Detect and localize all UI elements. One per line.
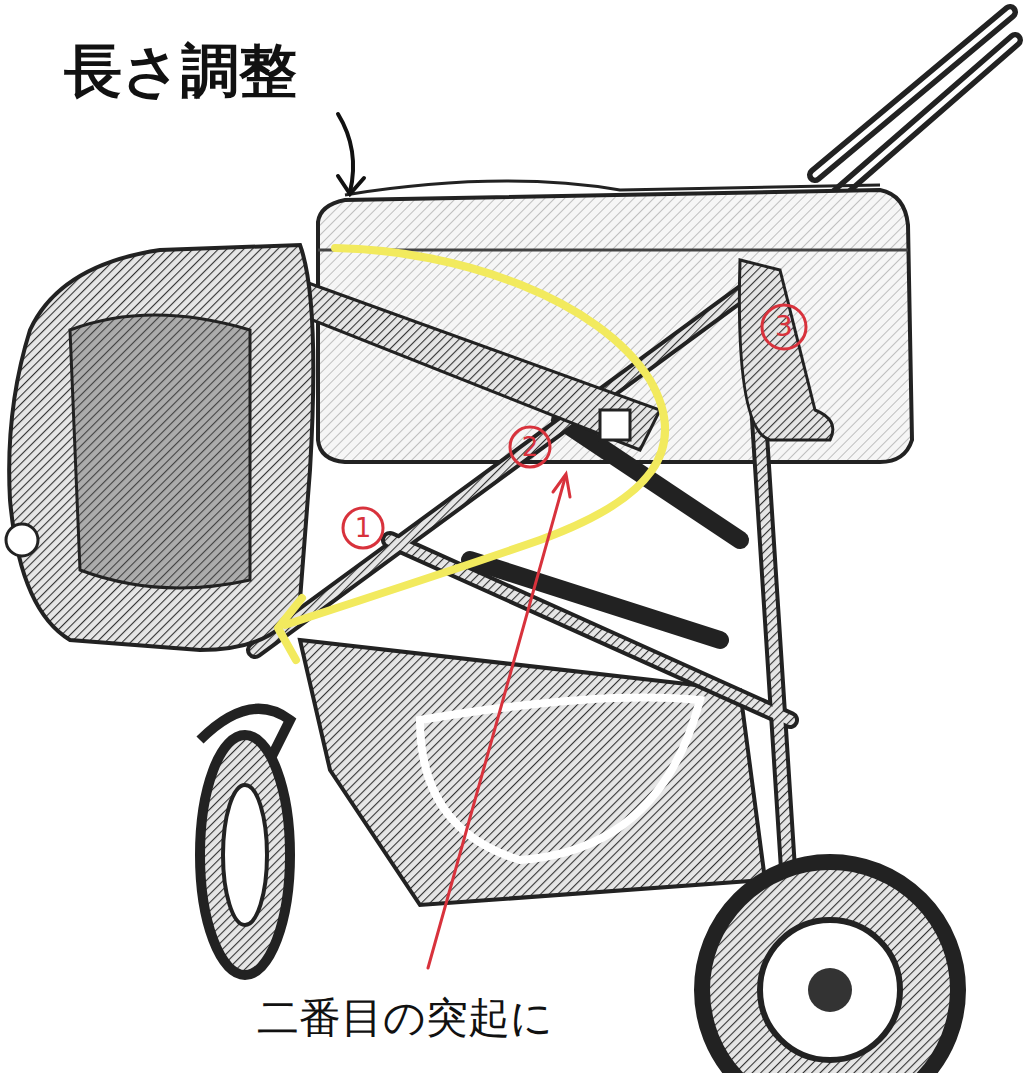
instruction-note: 二番目の突起に bbox=[257, 995, 553, 1041]
callout-number: 3 bbox=[775, 312, 793, 343]
adjust-note: 長さ調整 bbox=[64, 40, 297, 104]
callout-number: 1 bbox=[355, 514, 372, 543]
callout-number: 2 bbox=[522, 433, 539, 462]
